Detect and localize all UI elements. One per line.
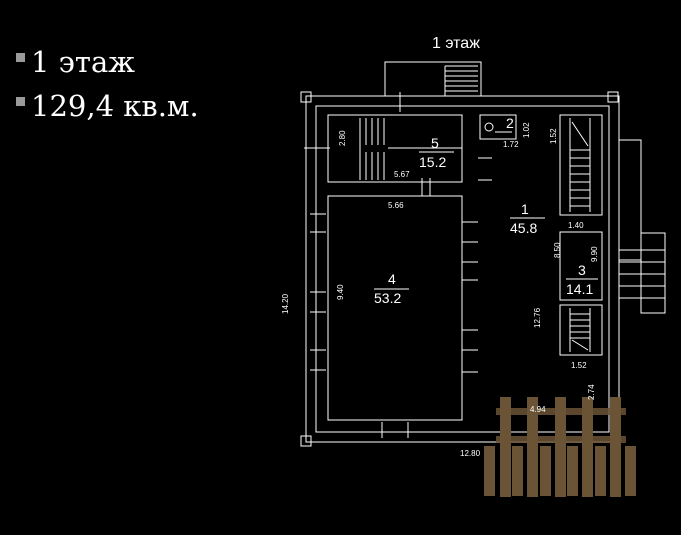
bullet-floor-text: 1 этаж <box>31 45 135 79</box>
dim-1-40: 1.40 <box>568 221 584 230</box>
bullet-area-text: 129,4 кв.м. <box>31 89 199 123</box>
inner-wall <box>315 105 610 433</box>
room-4-windows <box>310 213 478 438</box>
upper-stair-outline <box>559 114 603 216</box>
dim-12-76: 12.76 <box>533 307 542 328</box>
dim-5-66: 5.66 <box>388 201 404 210</box>
room-5-number: 5 <box>431 135 439 151</box>
dim-1-02: 1.02 <box>522 122 531 138</box>
room-4-area: 53.2 <box>374 290 401 306</box>
bullet-floor: 1 этаж <box>16 40 199 84</box>
dim-2-74: 2.74 <box>587 384 596 400</box>
bullet-square-icon <box>16 52 25 62</box>
dim-1-52-bottom: 1.52 <box>571 361 587 370</box>
fence <box>484 397 636 497</box>
dim-12-80: 12.80 <box>460 449 481 458</box>
dim-9-40: 9.40 <box>336 284 345 300</box>
bullet-square-icon <box>16 96 25 106</box>
dim-5-67: 5.67 <box>394 170 410 179</box>
lower-stair-outline <box>559 304 603 356</box>
room-2-outline <box>479 114 517 140</box>
right-annex <box>618 139 642 261</box>
room-4-number: 4 <box>388 271 396 287</box>
room-1-area: 45.8 <box>510 220 537 236</box>
plan-title: 1 этаж <box>432 35 480 52</box>
right-exterior-stairs <box>640 232 666 314</box>
room-2-number: 2 <box>506 115 514 131</box>
dim-8-50: 8.50 <box>553 242 562 258</box>
hall-stairs <box>359 118 385 180</box>
room-3-outline <box>559 231 603 301</box>
room-4-outline <box>327 195 463 421</box>
upper-stairs <box>569 118 591 212</box>
room-1-number: 1 <box>521 201 529 217</box>
room-3-number: 3 <box>578 262 586 278</box>
outer-wall <box>305 95 620 443</box>
room-5-area: 15.2 <box>419 154 446 170</box>
bullet-list: 1 этаж 129,4 кв.м. <box>16 40 199 128</box>
toilet-icon <box>484 122 494 132</box>
dim-4-94: 4.94 <box>530 405 546 414</box>
lower-stairs <box>569 308 591 352</box>
room-3-area: 14.1 <box>566 281 593 297</box>
dim-2-80: 2.80 <box>338 130 347 146</box>
porch-stairs <box>444 65 478 96</box>
dim-1-72: 1.72 <box>503 140 519 149</box>
bullet-area: 129,4 кв.м. <box>16 84 199 128</box>
dim-9-90: 9.90 <box>590 246 599 262</box>
dim-14-20: 14.20 <box>281 293 290 314</box>
dim-1-52-top: 1.52 <box>549 128 558 144</box>
